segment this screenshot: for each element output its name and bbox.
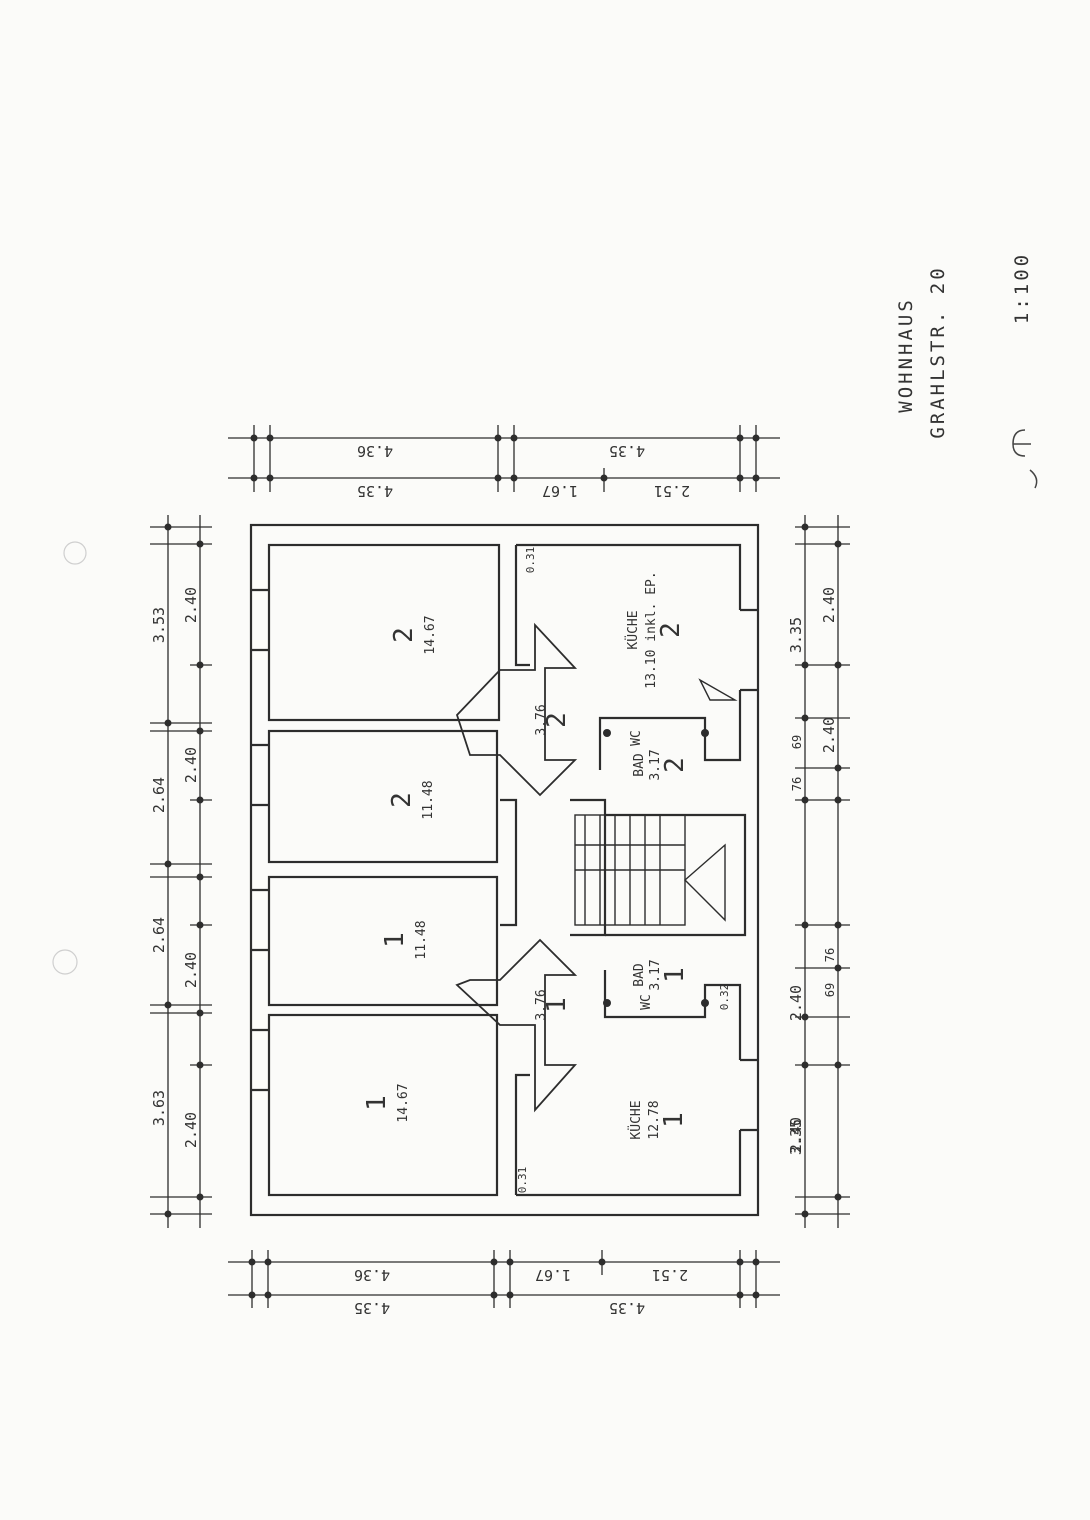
svg-text:BAD: BAD (632, 963, 647, 987)
svg-text:1: 1 (362, 1095, 392, 1111)
svg-text:12.78: 12.78 (647, 1100, 662, 1139)
svg-text:14.67: 14.67 (396, 1083, 411, 1122)
room-kueche-2: KÜCHE 13.10 inkl. EP. 2 (624, 571, 686, 688)
svg-text:1: 1 (659, 1112, 689, 1128)
room-kueche-1: KÜCHE 12.78 1 (627, 1100, 689, 1139)
svg-text:13.10 inkl. EP.: 13.10 inkl. EP. (644, 571, 659, 688)
svg-text:3.76: 3.76 (534, 989, 549, 1020)
svg-text:KÜCHE: KÜCHE (624, 610, 641, 649)
svg-text:BAD: BAD (632, 753, 647, 777)
svg-text:2.51: 2.51 (652, 1266, 688, 1284)
room-zimmer-1a: 1 14.67 (362, 1083, 411, 1122)
svg-text:2.51: 2.51 (654, 482, 690, 500)
svg-text:2.40: 2.40 (182, 587, 200, 623)
room-wc-2: WC (629, 730, 644, 746)
right-outer-dimensions: 2.40 2.40 2.40 (787, 587, 838, 1153)
title-line-2: GRAHLSTR. 20 (927, 265, 949, 438)
svg-text:4.35: 4.35 (609, 1299, 645, 1317)
left-inner-dimensions: 2.40 2.40 2.40 2.40 (182, 587, 200, 1148)
punch-holes (52, 541, 87, 975)
svg-text:3.53: 3.53 (150, 607, 168, 643)
svg-text:2.40: 2.40 (182, 747, 200, 783)
svg-text:3.76: 3.76 (534, 704, 549, 735)
title-block: WOHNHAUS GRAHLSTR. 20 1:100 (895, 252, 1033, 439)
svg-text:WC: WC (629, 730, 644, 746)
svg-text:2.64: 2.64 (150, 917, 168, 953)
svg-text:4.35: 4.35 (609, 442, 645, 460)
svg-text:0.31: 0.31 (524, 547, 537, 574)
svg-text:1.67: 1.67 (542, 482, 578, 500)
svg-text:WC: WC (639, 994, 654, 1010)
svg-text:1.67: 1.67 (535, 1266, 571, 1284)
svg-text:KÜCHE: KÜCHE (627, 1100, 644, 1139)
svg-text:69: 69 (790, 735, 804, 749)
walls (249, 523, 760, 1217)
room-zimmer-2a: 2 14.67 (389, 615, 438, 654)
svg-text:2: 2 (660, 757, 690, 773)
right-inner-dimensions: 3.35 2.40 3.35 (787, 617, 805, 1155)
room-flur-1: 3.76 1 (534, 989, 572, 1020)
svg-text:11.48: 11.48 (414, 920, 429, 959)
svg-text:3.35: 3.35 (787, 1119, 805, 1155)
svg-text:3.35: 3.35 (787, 617, 805, 653)
left-outer-dimensions: 3.53 2.64 2.64 3.63 (150, 607, 168, 1126)
top-dimension-lines (228, 425, 780, 492)
svg-text:14.67: 14.67 (423, 615, 438, 654)
svg-text:69: 69 (823, 983, 837, 997)
svg-text:4.35: 4.35 (357, 482, 393, 500)
svg-text:2.64: 2.64 (150, 777, 168, 813)
signature-mark (1012, 429, 1038, 489)
svg-text:2.40: 2.40 (787, 1117, 805, 1153)
svg-text:3.17: 3.17 (648, 959, 663, 990)
svg-text:2: 2 (656, 622, 686, 638)
svg-text:0.32: 0.32 (718, 984, 731, 1011)
svg-text:2: 2 (387, 792, 417, 808)
small-area-3: 0.32 (718, 984, 731, 1011)
room-zimmer-1b: 1 11.48 (380, 920, 429, 959)
svg-text:2.40: 2.40 (182, 1112, 200, 1148)
room-bad-1: BAD 3.17 1 (632, 959, 690, 990)
bottom-dimensions: 4.36 1.67 2.51 4.35 4.35 (354, 1266, 688, 1317)
dimension-dots (164, 434, 842, 1299)
stairs (574, 678, 738, 926)
door-arrows (455, 622, 578, 1113)
small-area-1: 0.31 (516, 1167, 529, 1194)
svg-text:1: 1 (660, 967, 690, 983)
svg-text:2.40: 2.40 (820, 587, 838, 623)
right-small-dimensions: 69 76 69 76 (790, 735, 837, 997)
svg-text:1: 1 (542, 997, 572, 1013)
svg-text:2: 2 (389, 627, 419, 643)
svg-text:3.17: 3.17 (648, 749, 663, 780)
room-wc-1: WC (639, 994, 654, 1010)
svg-text:1: 1 (380, 932, 410, 948)
column-dots (603, 729, 709, 1007)
bottom-dimension-lines (228, 1250, 780, 1308)
svg-text:4.36: 4.36 (354, 1266, 390, 1284)
small-area-2: 0.31 (524, 547, 537, 574)
svg-text:76: 76 (790, 777, 804, 791)
svg-text:4.35: 4.35 (354, 1299, 390, 1317)
room-flur-2: 3.76 2 (534, 704, 572, 735)
room-zimmer-2b: 2 11.48 (387, 780, 436, 819)
top-dimensions: 4.36 4.35 4.35 1.67 2.51 (357, 442, 690, 500)
title-line-1: WOHNHAUS (895, 297, 917, 413)
svg-text:4.36: 4.36 (357, 442, 393, 460)
svg-text:3.63: 3.63 (150, 1090, 168, 1126)
scale-label: 1:100 (1011, 252, 1033, 324)
svg-text:2.40: 2.40 (182, 952, 200, 988)
svg-text:76: 76 (823, 948, 837, 962)
svg-text:11.48: 11.48 (421, 780, 436, 819)
room-bad-2: BAD 3.17 2 (632, 749, 690, 780)
svg-text:0.31: 0.31 (516, 1167, 529, 1194)
svg-text:2.40: 2.40 (787, 985, 805, 1021)
svg-text:2.40: 2.40 (820, 717, 838, 753)
svg-text:2: 2 (542, 712, 572, 728)
